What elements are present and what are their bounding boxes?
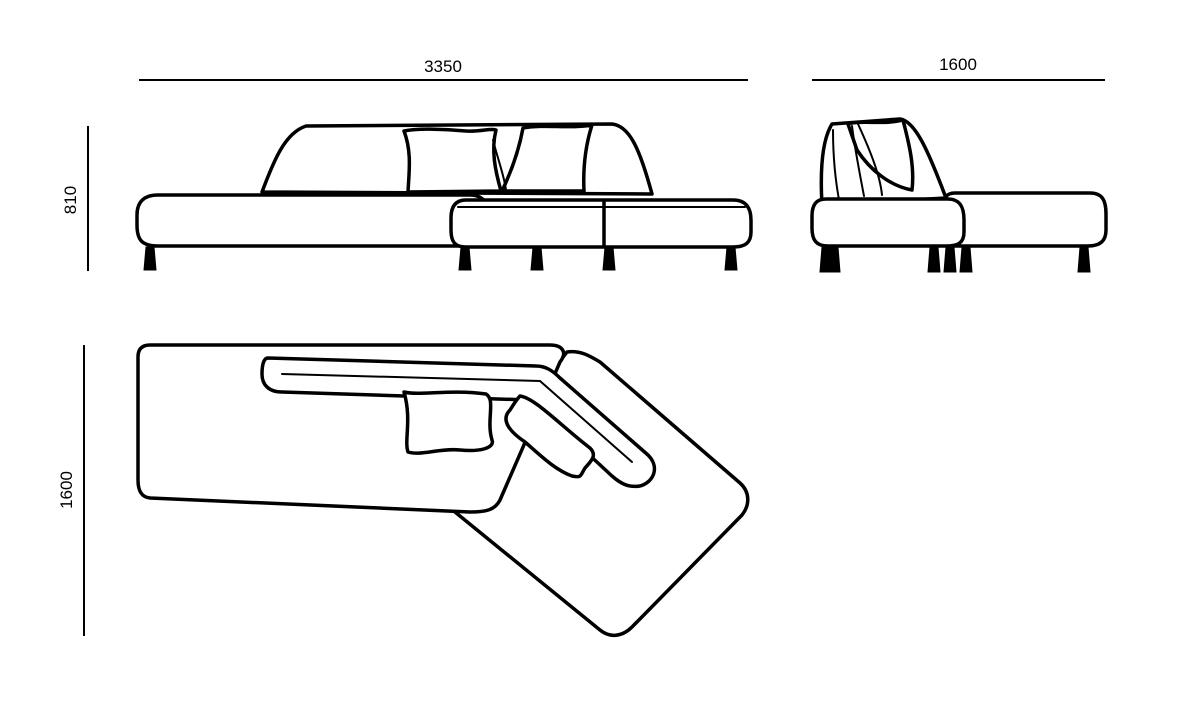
front-leg-4	[602, 246, 616, 271]
front-back-cushion-left	[402, 127, 503, 194]
side-ottoman	[941, 191, 1108, 248]
plan-depth-label: 1600	[57, 471, 76, 509]
plan-cushion-left	[402, 390, 495, 455]
dimension-side-depth: 1600	[812, 55, 1105, 81]
side-view	[810, 117, 1108, 273]
dimension-plan-depth: 1600	[57, 345, 85, 636]
front-main-seat	[135, 193, 490, 248]
height-label: 810	[61, 186, 80, 214]
side-leg-6	[1077, 246, 1091, 273]
plan-backrest-inner-line	[281, 373, 633, 463]
front-leg-3	[530, 246, 544, 271]
front-leg-2	[458, 246, 472, 271]
front-leg-5	[724, 246, 738, 271]
side-back-cushion-fold-1	[851, 125, 865, 197]
side-leg-4	[943, 246, 957, 273]
plan-view	[136, 343, 750, 637]
front-view	[135, 122, 753, 271]
front-leg-1	[143, 246, 157, 271]
front-back-cushion-right	[500, 123, 594, 193]
side-seat	[810, 197, 966, 248]
dimension-front-width: 3350	[139, 57, 748, 81]
dimension-height: 810	[61, 126, 89, 271]
plan-backrest	[260, 356, 657, 489]
plan-cushion-right	[504, 394, 596, 479]
side-depth-label: 1600	[939, 55, 977, 74]
side-back-cushion-fold-2	[857, 123, 883, 196]
side-leg-3	[927, 246, 941, 273]
front-width-label: 3350	[424, 57, 462, 76]
side-leg-5	[959, 246, 973, 273]
side-leg-2	[827, 246, 841, 273]
front-back-cushion-crease	[492, 139, 507, 191]
